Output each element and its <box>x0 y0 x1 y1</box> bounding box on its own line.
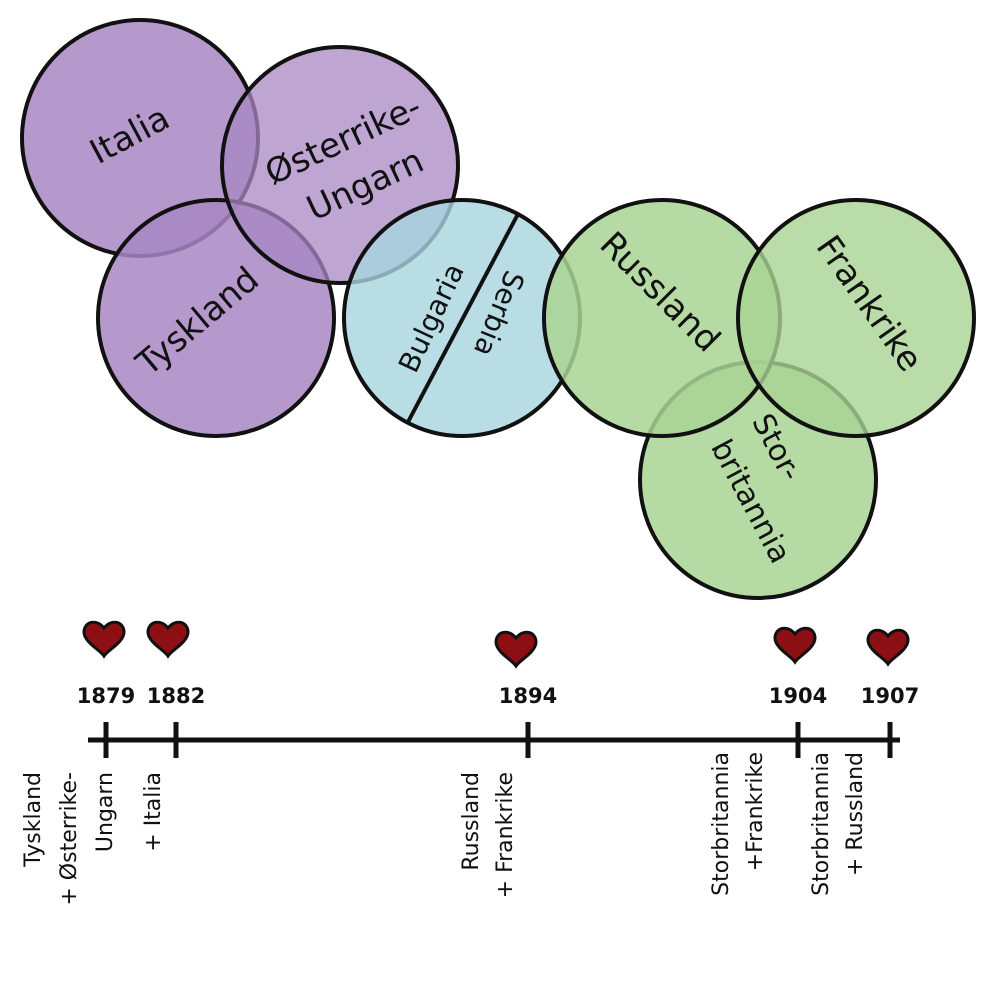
event-label: Storbritannia <box>809 752 834 896</box>
year-label: 1879 <box>77 684 135 708</box>
heart-icon <box>494 630 538 669</box>
event-label: +Frankrike <box>743 752 768 871</box>
year-label: 1894 <box>499 684 557 708</box>
bulgaria-serbia-divider <box>406 213 520 423</box>
event-label: Ungarn <box>93 772 118 852</box>
circle-frankrike <box>736 198 976 438</box>
event-label: Tyskland <box>21 772 46 868</box>
heart-icon <box>146 620 190 659</box>
event-label: + Østerrike- <box>57 772 82 906</box>
event-label: Russland <box>459 772 484 871</box>
heart-icon <box>866 628 910 667</box>
event-label: + Russland <box>843 752 868 876</box>
heart-icon <box>773 626 817 665</box>
alliance-circles <box>20 18 976 600</box>
event-label: + Frankrike <box>493 772 518 898</box>
heart-icon <box>82 620 126 659</box>
event-label: Storbritannia <box>709 752 734 896</box>
event-label: + Italia <box>141 772 166 852</box>
year-label: 1907 <box>861 684 919 708</box>
year-label: 1882 <box>147 684 205 708</box>
timeline-event-1882: 1882 + Italia <box>141 620 205 852</box>
year-label: 1904 <box>769 684 827 708</box>
